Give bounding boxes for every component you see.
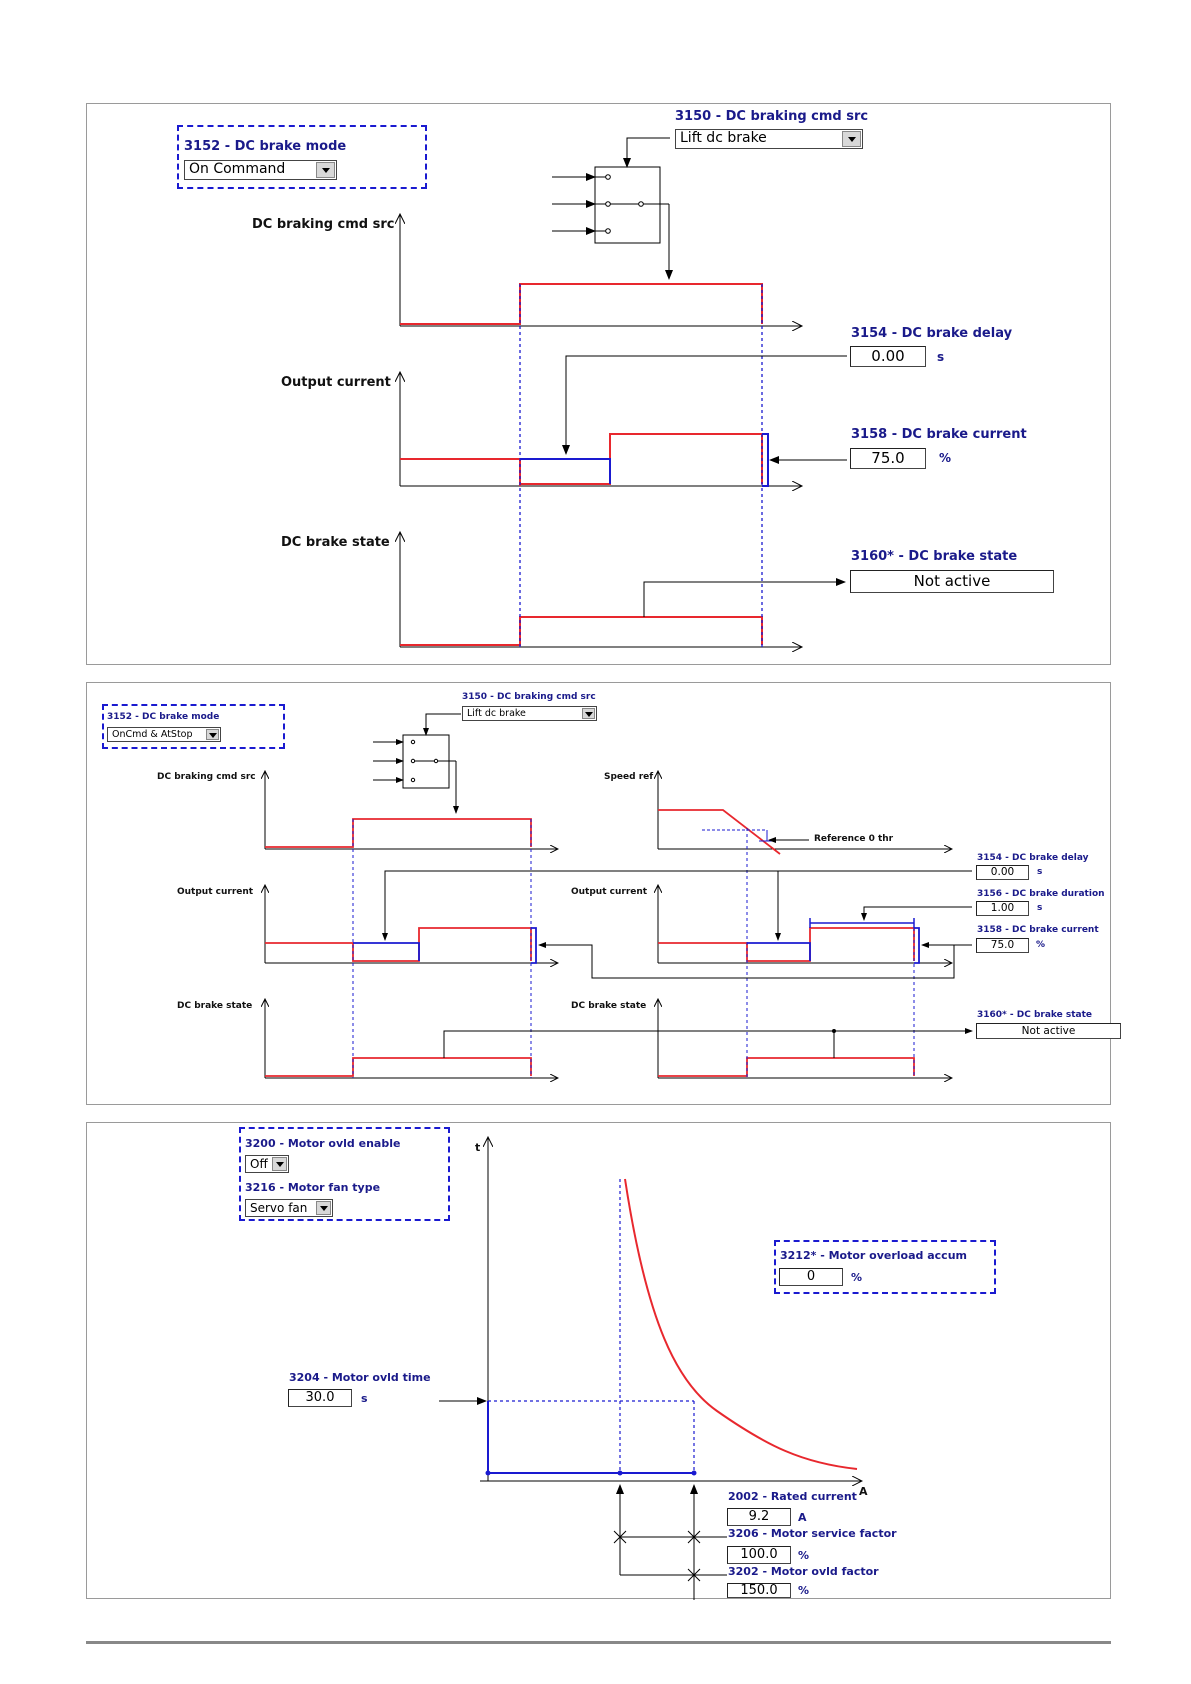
panel3-accum-field: 0: [779, 1268, 843, 1286]
panel3-ovld-factor-label: 3202 - Motor ovld factor: [728, 1565, 879, 1578]
panel1-selector-box: [594, 166, 661, 244]
chevron-down-icon[interactable]: [316, 1201, 331, 1215]
panel2-state-field: Not active: [976, 1023, 1121, 1039]
panel1-cmd-src-label: 3150 - DC braking cmd src: [675, 109, 869, 124]
chevron-down-icon[interactable]: [842, 131, 861, 147]
panel2-current-field[interactable]: 75.0: [976, 938, 1029, 953]
panel3-fan-type-select[interactable]: Servo fan: [245, 1199, 333, 1217]
multiply-marks: [613, 1530, 701, 1582]
panel-dc-brake-on-command: 3152 - DC brake mode On Command 3150 - D…: [86, 103, 1111, 665]
panel1-mode-box: [177, 125, 427, 189]
panel1-delay-label: 3154 - DC brake delay: [851, 326, 1013, 341]
panel3-service-factor-unit: %: [798, 1549, 810, 1562]
panel3-axis-a: A: [859, 1485, 868, 1498]
panel3-diagram: [439, 1123, 1112, 1600]
panel3-ovld-time-unit: s: [361, 1392, 368, 1405]
panel3-fan-type-value: Servo fan: [250, 1201, 308, 1215]
panel3-settings-box: [239, 1127, 450, 1221]
panel-dc-brake-oncmd-atstop: 3152 - DC brake mode OnCmd & AtStop 3150…: [86, 682, 1121, 1106]
panel2-delay-unit: s: [1037, 867, 1043, 877]
panel2-mode-box: [102, 704, 285, 749]
panel2-cmd-src-select[interactable]: Lift dc brake: [462, 706, 597, 721]
panel2-cmd-src-value: Lift dc brake: [467, 708, 526, 719]
panel2-duration-label: 3156 - DC brake duration: [977, 889, 1105, 899]
panel1-diagram: [87, 137, 847, 666]
panel2-duration-field[interactable]: 1.00: [976, 901, 1029, 916]
panel2-diagram: [87, 713, 973, 1106]
panel3-rated-current-label: 2002 - Rated current: [728, 1490, 857, 1503]
panel-motor-overload: 3200 - Motor ovld enable Off 3216 - Moto…: [86, 1122, 1112, 1600]
panel3-rated-current-field[interactable]: 9.2: [727, 1508, 791, 1526]
panel1-brake-mode-label: 3152 - DC brake mode: [184, 139, 347, 154]
chevron-down-icon[interactable]: [316, 162, 335, 178]
panel1-axis-state: DC brake state: [281, 535, 390, 550]
panel3-ovld-factor-unit: %: [798, 1584, 810, 1597]
panel1-cmd-src-value: Lift dc brake: [680, 130, 767, 146]
panel2-cmd-src-label: 3150 - DC braking cmd src: [462, 692, 596, 702]
chevron-down-icon[interactable]: [582, 708, 595, 719]
panel2-brake-mode-select[interactable]: OnCmd & AtStop: [107, 727, 221, 742]
panel3-ovld-enable-select[interactable]: Off: [245, 1155, 289, 1173]
panel2-current-label: 3158 - DC brake current: [977, 925, 1099, 935]
panel1-axis-current: Output current: [281, 375, 391, 390]
panel2-axis-current-right: Output current: [571, 887, 648, 897]
panel2-axis-state-right: DC brake state: [571, 1001, 647, 1011]
panel1-delay-unit: s: [937, 350, 945, 364]
panel2-brake-mode-value: OnCmd & AtStop: [112, 729, 193, 740]
panel2-axis-speed: Speed ref: [604, 772, 654, 782]
panel2-axis-state-left: DC brake state: [177, 1001, 253, 1011]
panel3-ovld-enable-value: Off: [250, 1157, 268, 1171]
panel2-delay-field[interactable]: 0.00: [976, 865, 1029, 880]
chevron-down-icon[interactable]: [272, 1157, 287, 1171]
panel3-axis-t: t: [475, 1141, 481, 1154]
panel3-accum-label: 3212* - Motor overload accum: [780, 1249, 967, 1262]
overload-curve: [624, 1178, 858, 1470]
panel2-duration-unit: s: [1037, 903, 1043, 913]
panel1-brake-mode-value: On Command: [189, 161, 286, 177]
panel1-axis-cmd: DC braking cmd src: [252, 217, 395, 232]
panel2-axis-cmd: DC braking cmd src: [157, 772, 256, 782]
panel1-delay-field[interactable]: 0.00: [850, 346, 926, 367]
panel3-ovld-enable-label: 3200 - Motor ovld enable: [245, 1137, 401, 1150]
panel3-accum-unit: %: [851, 1271, 863, 1284]
panel2-axis-current-left: Output current: [177, 887, 254, 897]
panel2-brake-mode-label: 3152 - DC brake mode: [107, 712, 220, 722]
chevron-down-icon[interactable]: [206, 729, 219, 740]
panel3-rated-current-unit: A: [798, 1511, 807, 1524]
panel3-ovld-time-label: 3204 - Motor ovld time: [289, 1371, 431, 1384]
panel2-delay-label: 3154 - DC brake delay: [977, 853, 1089, 863]
panel1-current-field[interactable]: 75.0: [850, 448, 926, 469]
panel1-current-unit: %: [939, 451, 952, 465]
panel3-fan-type-label: 3216 - Motor fan type: [245, 1181, 381, 1194]
panel1-brake-mode-select[interactable]: On Command: [184, 160, 337, 180]
panel3-ovld-time-field[interactable]: 30.0: [288, 1389, 352, 1407]
panel1-current-label: 3158 - DC brake current: [851, 427, 1027, 442]
panel3-ovld-factor-field[interactable]: 150.0: [727, 1583, 791, 1598]
footer-divider: [86, 1641, 1111, 1644]
panel3-service-factor-field[interactable]: 100.0: [727, 1546, 791, 1564]
panel2-ref-thr: Reference 0 thr: [814, 834, 894, 844]
panel1-cmd-src-select[interactable]: Lift dc brake: [675, 129, 863, 149]
panel3-accum-box: [774, 1240, 996, 1294]
panel2-current-unit: %: [1036, 940, 1046, 950]
panel2-state-label: 3160* - DC brake state: [977, 1010, 1093, 1020]
panel3-service-factor-label: 3206 - Motor service factor: [728, 1527, 897, 1540]
panel1-state-field: Not active: [850, 570, 1054, 593]
panel1-state-label: 3160* - DC brake state: [851, 549, 1018, 564]
